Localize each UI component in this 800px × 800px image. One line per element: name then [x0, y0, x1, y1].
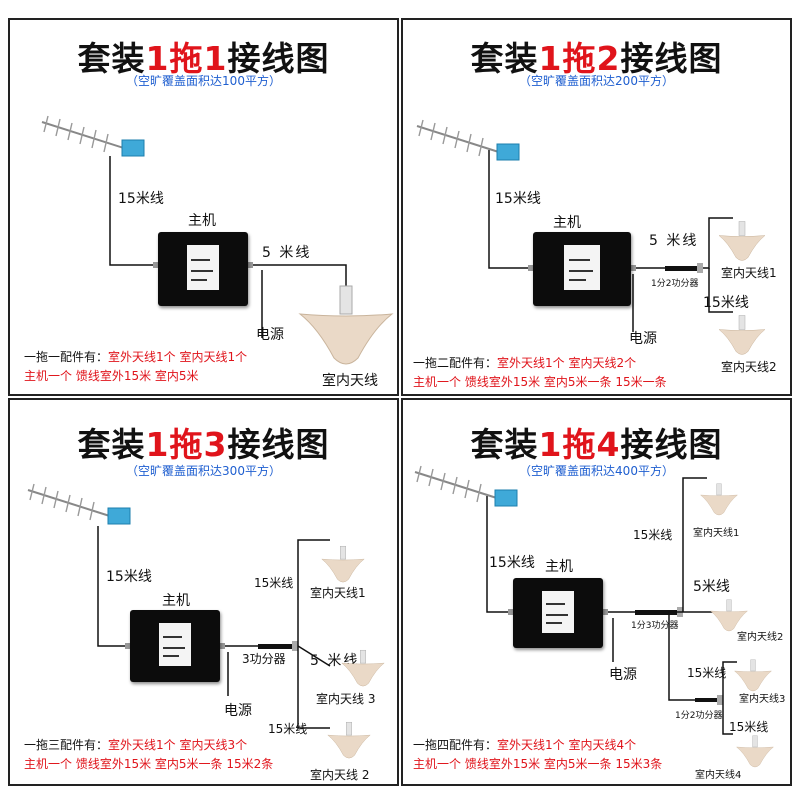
indoor-antenna-2-label: 室内天线2 [721, 360, 777, 374]
ceiling-indoor-antenna-icon [718, 315, 766, 355]
indoor-antenna-1-label: 室内天线1 [721, 266, 777, 280]
splitter-label: 3功分器 [242, 652, 286, 666]
host-label: 主机 [188, 213, 216, 229]
accessories-note: 一拖四配件有：室外天线1个 室内天线4个 主机一个 馈线室外15米 室内5米一条… [413, 738, 663, 771]
indoor-antenna-3-label: 室内天线3 [739, 694, 786, 705]
ceiling-indoor-antenna-icon [298, 285, 394, 365]
indoor-cable-label-top: 15米线 [254, 576, 294, 590]
cable-wiring [109, 156, 347, 338]
power-label: 电源 [256, 327, 284, 343]
panel-title: 套装1拖2接线图 [470, 39, 723, 78]
outdoor-cable-label: 15米线 [489, 555, 535, 571]
repeater-host-icon [158, 232, 248, 306]
indoor-antenna-3-label: 室内天线 3 [316, 692, 376, 706]
panel-title: 套装1拖4接线图 [470, 425, 723, 464]
power-label: 电源 [629, 331, 657, 347]
cable-wiring [488, 150, 733, 332]
outdoor-cable-label: 15米线 [106, 569, 152, 585]
host-label: 主机 [553, 215, 581, 231]
ceiling-indoor-antenna-icon [733, 659, 773, 692]
yagi-outdoor-antenna-icon [27, 483, 131, 525]
indoor-antenna-1-label: 室内天线1 [310, 586, 366, 600]
coverage-subtitle: （空旷覆盖面积达200平方） [519, 74, 674, 88]
yagi-outdoor-antenna-icon [414, 465, 518, 507]
indoor-cable-label-5m: 5米线 [693, 579, 730, 595]
indoor-antenna-1-label: 室内天线1 [693, 528, 740, 539]
outdoor-cable-label: 15米线 [495, 191, 541, 207]
ceiling-indoor-antenna-icon [709, 599, 749, 632]
panel-1to1: 套装1拖1接线图 （空旷覆盖面积达100平方） 15米线 主机 5 米线 电源 … [8, 18, 399, 396]
cable-wiring [97, 526, 331, 729]
repeater-host-icon [513, 578, 603, 648]
ceiling-indoor-antenna-icon [321, 545, 365, 583]
panel-1to4: 套装1拖4接线图 （空旷覆盖面积达400平方） 15米线 主机 15米线 1分3… [401, 398, 792, 786]
cable-wiring [486, 477, 737, 735]
ceiling-indoor-antenna-icon [735, 735, 775, 768]
indoor-antenna-4-label: 室内天线4 [695, 770, 742, 781]
indoor-antenna-label: 室内天线 [322, 373, 378, 389]
indoor-cable-label-low: 15米线 [729, 720, 769, 734]
outdoor-cable-label: 15米线 [118, 191, 164, 207]
host-label: 主机 [162, 593, 190, 609]
power-label: 电源 [224, 703, 252, 719]
indoor-cable-label: 5 米线 [262, 245, 312, 261]
repeater-host-icon [533, 232, 631, 306]
accessories-note: 一拖三配件有：室外天线1个 室内天线3个 主机一个 馈线室外15米 室内5米一条… [24, 738, 274, 771]
panel-title: 套装1拖1接线图 [77, 39, 330, 78]
yagi-outdoor-antenna-icon [416, 119, 520, 161]
indoor-antenna-2-label: 室内天线 2 [310, 768, 370, 782]
coverage-subtitle: （空旷覆盖面积达100平方） [126, 74, 281, 88]
splitter2-label: 1分2功分器 [675, 711, 723, 721]
ceiling-indoor-antenna-icon [341, 649, 385, 687]
accessories-note: 一拖二配件有：室外天线1个 室内天线2个 主机一个 馈线室外15米 室内5米一条… [413, 356, 667, 389]
power-label: 电源 [609, 667, 637, 683]
yagi-outdoor-antenna-icon [41, 115, 145, 157]
panel-title: 套装1拖3接线图 [77, 425, 330, 464]
ceiling-indoor-antenna-icon [718, 221, 766, 261]
panel-1to2: 套装1拖2接线图 （空旷覆盖面积达200平方） 15米线 主机 5 米线 1分2… [401, 18, 792, 396]
host-label: 主机 [545, 559, 573, 575]
accessories-note: 一拖一配件有：室外天线1个 室内天线1个 主机一个 馈线室外15米 室内5米 [24, 350, 248, 383]
splitter-label: 1分3功分器 [631, 621, 679, 631]
indoor-cable-label-15m: 15米线 [703, 295, 749, 311]
indoor-cable-label-mid: 15米线 [687, 666, 727, 680]
indoor-cable-label-5m: 5 米线 [649, 233, 699, 249]
ceiling-indoor-antenna-icon [699, 483, 739, 516]
indoor-antenna-2-label: 室内天线2 [737, 632, 784, 643]
repeater-host-icon [130, 610, 220, 682]
panel-1to3: 套装1拖3接线图 （空旷覆盖面积达300平方） 15米线 主机 15米线 3功分… [8, 398, 399, 786]
coverage-subtitle: （空旷覆盖面积达400平方） [519, 464, 674, 478]
indoor-cable-label-bottom: 15米线 [268, 722, 308, 736]
splitter-label: 1分2功分器 [651, 279, 699, 289]
indoor-cable-label-top: 15米线 [633, 528, 673, 542]
ceiling-indoor-antenna-icon [327, 721, 371, 759]
coverage-subtitle: （空旷覆盖面积达300平方） [126, 464, 281, 478]
